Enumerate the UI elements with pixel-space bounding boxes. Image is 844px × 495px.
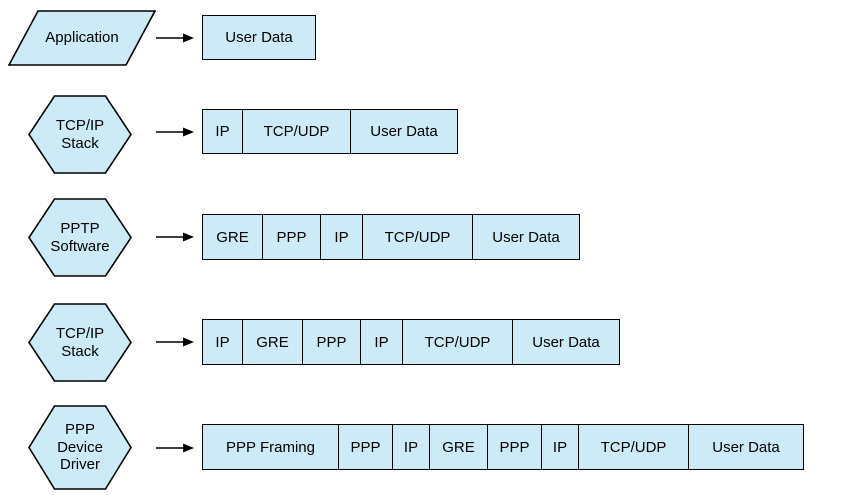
packet-field: PPP <box>263 215 321 259</box>
stage-application: Application <box>8 10 156 66</box>
packet-field: User Data <box>513 320 619 364</box>
packet-field: GRE <box>203 215 263 259</box>
packet-field: User Data <box>473 215 579 259</box>
packet-field: TCP/UDP <box>579 425 689 469</box>
packet-field: GRE <box>243 320 303 364</box>
packet-field: TCP/UDP <box>363 215 473 259</box>
packet-field: TCP/UDP <box>243 110 351 153</box>
packet-field: IP <box>542 425 579 469</box>
arrow-right-icon <box>156 336 194 348</box>
stage-tcpip-stack-2: TCP/IP Stack <box>28 303 132 382</box>
packet-field: PPP <box>339 425 393 469</box>
packet-field: IP <box>321 215 363 259</box>
arrow-right-icon <box>156 231 194 243</box>
stage-ppp-device-driver: PPP Device Driver <box>28 405 132 490</box>
packet-field: GRE <box>430 425 488 469</box>
packet-field: User Data <box>689 425 803 469</box>
packet-field: IP <box>203 110 243 153</box>
stage-tcpip-stack-1: TCP/IP Stack <box>28 95 132 174</box>
packet-field: PPP <box>488 425 542 469</box>
arrow-right-icon <box>156 32 194 44</box>
packet-field: IP <box>203 320 243 364</box>
packet-field: IP <box>393 425 430 469</box>
packet-field: TCP/UDP <box>403 320 513 364</box>
packet-strip-application: User Data <box>202 15 316 60</box>
stage-pptp-software: PPTP Software <box>28 198 132 277</box>
packet-field: PPP Framing <box>203 425 339 469</box>
packet-field: IP <box>361 320 403 364</box>
packet-field: User Data <box>351 110 457 153</box>
arrow-right-icon <box>156 442 194 454</box>
packet-field: PPP <box>303 320 361 364</box>
arrow-right-icon <box>156 126 194 138</box>
packet-field: User Data <box>203 16 315 59</box>
